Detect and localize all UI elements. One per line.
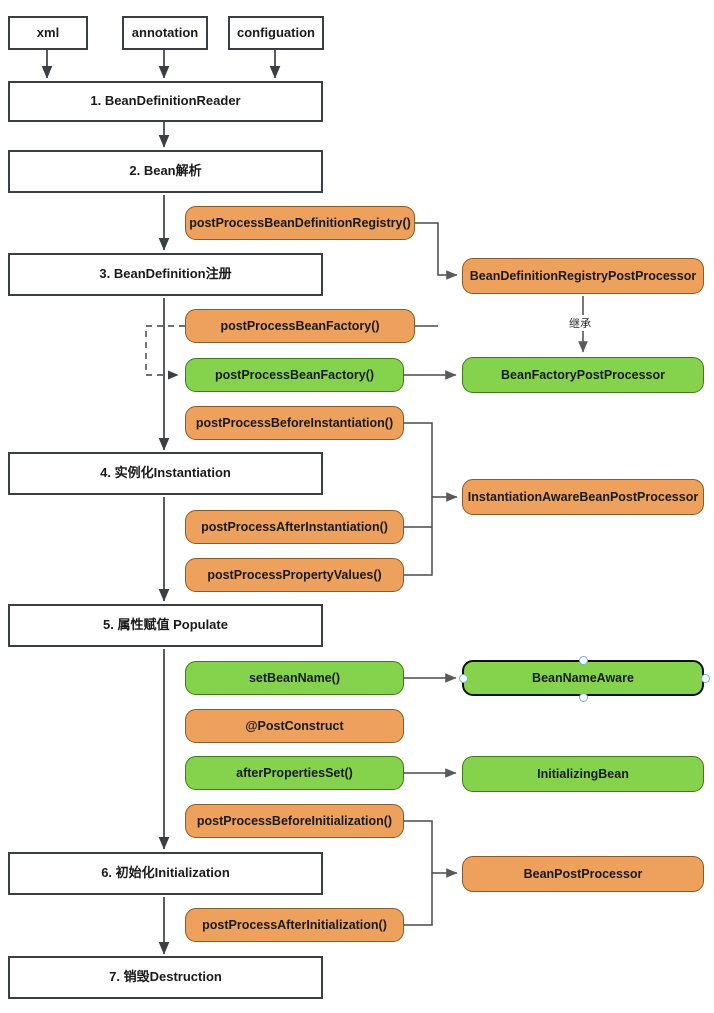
interface-label: BeanPostProcessor [523, 866, 643, 881]
hook-label: postProcessBeforeInstantiation() [195, 415, 394, 430]
hook-pill-post-process-after-initialization[interactable]: postProcessAfterInitialization() [185, 908, 404, 942]
selection-handle-bottom[interactable] [579, 693, 588, 702]
source-label: xml [36, 24, 60, 40]
source-box-annotation[interactable]: annotation [122, 16, 208, 50]
stage-label: 1. BeanDefinitionReader [90, 93, 241, 109]
stage-box-instantiation[interactable]: 4. 实例化Instantiation [8, 452, 323, 495]
interface-pill-bean-name-aware[interactable]: BeanNameAware [462, 660, 704, 696]
hook-label: @PostConstruct [245, 718, 344, 733]
interface-label: InstantiationAwareBeanPostProcessor [467, 489, 699, 504]
stage-label: 4. 实例化Instantiation [100, 465, 231, 481]
interface-label: InitializingBean [537, 766, 629, 781]
hook-pill-post-process-before-initialization[interactable]: postProcessBeforeInitialization() [185, 804, 404, 838]
stage-box-initialization[interactable]: 6. 初始化Initialization [8, 852, 323, 895]
stage-box-bean-definition-register[interactable]: 3. BeanDefinition注册 [8, 253, 323, 296]
edge-label-inheritance: 继承 [567, 315, 593, 331]
selection-handle-left[interactable] [459, 674, 468, 683]
hook-label: postProcessBeanDefinitionRegistry() [189, 215, 411, 230]
interface-pill-bean-factory-post-processor[interactable]: BeanFactoryPostProcessor [462, 357, 704, 393]
hook-pill-post-process-bean-definition-registry[interactable]: postProcessBeanDefinitionRegistry() [185, 206, 415, 240]
hook-label: postProcessAfterInitialization() [202, 917, 387, 932]
hook-pill-set-bean-name[interactable]: setBeanName() [185, 661, 404, 695]
hook-label: afterPropertiesSet() [236, 765, 353, 780]
hook-label: postProcessBeanFactory() [214, 367, 375, 382]
hook-pill-post-process-bean-factory-orange[interactable]: postProcessBeanFactory() [185, 309, 415, 343]
interface-pill-initializing-bean[interactable]: InitializingBean [462, 756, 704, 792]
stage-label: 7. 销毁Destruction [109, 969, 222, 985]
interface-pill-instantiation-aware-bean-post-processor[interactable]: InstantiationAwareBeanPostProcessor [462, 479, 704, 515]
interface-label: BeanFactoryPostProcessor [501, 367, 665, 382]
stage-box-populate[interactable]: 5. 属性赋值 Populate [8, 604, 323, 647]
stage-box-destruction[interactable]: 7. 销毁Destruction [8, 956, 323, 999]
interface-pill-bean-post-processor[interactable]: BeanPostProcessor [462, 856, 704, 892]
hook-label: postProcessBeforeInitialization() [196, 813, 393, 828]
selection-handle-top[interactable] [579, 656, 588, 665]
hook-pill-post-construct[interactable]: @PostConstruct [185, 709, 404, 743]
hook-pill-after-properties-set[interactable]: afterPropertiesSet() [185, 756, 404, 790]
interface-pill-bean-definition-registry-post-processor[interactable]: BeanDefinitionRegistryPostProcessor [462, 258, 704, 294]
hook-pill-post-process-before-instantiation[interactable]: postProcessBeforeInstantiation() [185, 406, 404, 440]
source-label: configuation [237, 24, 315, 40]
hook-pill-post-process-property-values[interactable]: postProcessPropertyValues() [185, 558, 404, 592]
hook-label: postProcessAfterInstantiation() [201, 519, 388, 534]
stage-label: 5. 属性赋值 Populate [103, 617, 228, 633]
stage-box-bean-parse[interactable]: 2. Bean解析 [8, 150, 323, 193]
interface-label: BeanNameAware [532, 670, 634, 685]
source-label: annotation [131, 24, 199, 40]
interface-label: BeanDefinitionRegistryPostProcessor [469, 268, 697, 283]
source-box-xml[interactable]: xml [8, 16, 88, 50]
selection-handle-right[interactable] [701, 674, 710, 683]
hook-label: postProcessBeanFactory() [220, 318, 380, 333]
hook-pill-post-process-bean-factory-green[interactable]: postProcessBeanFactory() [185, 358, 404, 392]
hook-pill-post-process-after-instantiation[interactable]: postProcessAfterInstantiation() [185, 510, 404, 544]
hook-label: postProcessPropertyValues() [207, 567, 382, 582]
hook-label: setBeanName() [248, 670, 340, 685]
stage-box-bean-definition-reader[interactable]: 1. BeanDefinitionReader [8, 81, 323, 122]
stage-label: 2. Bean解析 [129, 163, 202, 179]
stage-label: 3. BeanDefinition注册 [99, 266, 232, 282]
source-box-configuation[interactable]: configuation [228, 16, 324, 50]
stage-label: 6. 初始化Initialization [101, 865, 230, 881]
